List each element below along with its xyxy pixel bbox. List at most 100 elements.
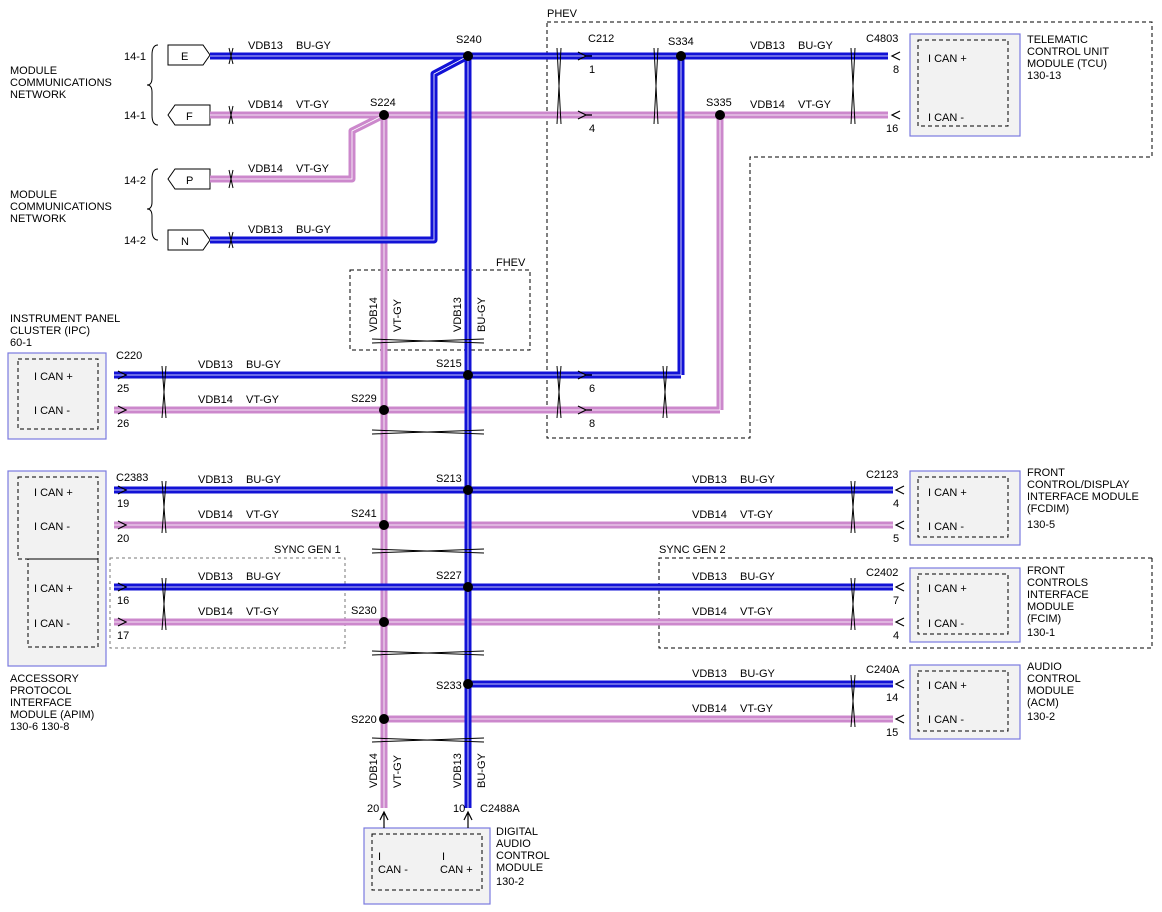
svg-text:CLUSTER (IPC): CLUSTER (IPC) [10, 325, 90, 337]
svg-text:C240A: C240A [866, 664, 900, 676]
svg-text:130-1: 130-1 [1027, 627, 1055, 639]
svg-text:C212: C212 [588, 33, 614, 45]
svg-text:VT-GY: VT-GY [246, 394, 280, 406]
svg-text:S220: S220 [351, 714, 377, 726]
network-labels: MODULE COMMUNICATIONS NETWORK MODULE COM… [10, 51, 146, 247]
svg-text:S240: S240 [456, 34, 482, 46]
svg-text:C220: C220 [116, 350, 142, 362]
svg-text:MODULE (APIM): MODULE (APIM) [10, 709, 94, 721]
svg-text:BU-GY: BU-GY [740, 474, 776, 486]
svg-text:14-2: 14-2 [124, 235, 146, 247]
svg-text:S213: S213 [436, 473, 462, 485]
svg-text:AUDIO: AUDIO [1027, 661, 1062, 673]
svg-text:INTERFACE MODULE: INTERFACE MODULE [1027, 491, 1139, 503]
svg-text:CONTROL: CONTROL [1027, 673, 1081, 685]
svg-text:BU-GY: BU-GY [740, 571, 776, 583]
svg-text:VDB14: VDB14 [248, 163, 283, 175]
svg-text:130-5: 130-5 [1027, 519, 1055, 531]
svg-text:VDB14: VDB14 [692, 703, 727, 715]
svg-text:20: 20 [367, 803, 379, 815]
svg-text:S233: S233 [436, 680, 462, 692]
svg-text:VT-GY: VT-GY [296, 163, 330, 175]
svg-text:VDB13: VDB13 [198, 474, 233, 486]
svg-text:NETWORK: NETWORK [10, 89, 67, 101]
svg-text:(FCDIM): (FCDIM) [1027, 503, 1069, 515]
svg-text:C2123: C2123 [866, 469, 898, 481]
svg-text:CONTROL: CONTROL [496, 850, 550, 862]
svg-text:VT-GY: VT-GY [740, 509, 774, 521]
svg-text:S335: S335 [706, 97, 732, 109]
svg-text:4: 4 [893, 498, 899, 510]
network-connector-f: F [167, 104, 211, 126]
apim-module [7, 470, 107, 667]
svg-text:130-2: 130-2 [496, 876, 524, 888]
pin-numbers: 1 4 6 8 8 16 25 26 19 20 16 17 4 5 7 4 1… [117, 64, 899, 815]
svg-text:VDB13: VDB13 [692, 571, 727, 583]
svg-text:20: 20 [117, 533, 129, 545]
svg-text:CAN +: CAN + [440, 864, 473, 876]
svg-text:COMMUNICATIONS: COMMUNICATIONS [10, 77, 112, 89]
svg-text:I CAN -: I CAN - [34, 618, 70, 630]
svg-text:19: 19 [117, 498, 129, 510]
svg-text:CONTROL/DISPLAY: CONTROL/DISPLAY [1027, 479, 1130, 491]
svg-text:BU-GY: BU-GY [798, 40, 834, 52]
svg-text:I: I [378, 851, 381, 863]
svg-text:I CAN -: I CAN - [34, 521, 70, 533]
svg-text:VT-GY: VT-GY [392, 298, 404, 332]
svg-text:(ACM): (ACM) [1027, 697, 1059, 709]
svg-text:SYNC GEN 2: SYNC GEN 2 [659, 544, 726, 556]
svg-text:MODULE: MODULE [1027, 601, 1074, 613]
svg-text:FHEV: FHEV [496, 257, 526, 269]
svg-text:BU-GY: BU-GY [296, 40, 332, 52]
svg-text:4: 4 [589, 123, 595, 135]
svg-text:CONTROLS: CONTROLS [1027, 577, 1088, 589]
svg-text:14-1: 14-1 [124, 110, 146, 122]
svg-text:I CAN +: I CAN + [34, 487, 73, 499]
svg-text:BU-GY: BU-GY [296, 224, 332, 236]
svg-text:F: F [186, 111, 193, 123]
svg-text:MODULE: MODULE [10, 189, 57, 201]
svg-text:130-6 130-8: 130-6 130-8 [10, 721, 69, 733]
svg-text:S334: S334 [668, 36, 694, 48]
svg-text:MODULE (TCU): MODULE (TCU) [1027, 58, 1107, 70]
svg-text:(FCIM): (FCIM) [1027, 613, 1061, 625]
svg-text:S227: S227 [436, 570, 462, 582]
svg-text:E: E [181, 51, 188, 63]
svg-text:P: P [186, 175, 193, 187]
svg-text:S229: S229 [351, 393, 377, 405]
svg-text:FRONT: FRONT [1027, 467, 1065, 479]
network-connector-e: E [167, 44, 211, 66]
svg-text:PHEV: PHEV [547, 8, 578, 20]
fcdim-module [909, 470, 1021, 546]
svg-text:VDB13: VDB13 [452, 753, 464, 788]
svg-text:17: 17 [117, 630, 129, 642]
twist-markers [161, 47, 856, 743]
svg-text:14-2: 14-2 [124, 175, 146, 187]
svg-text:I CAN +: I CAN + [34, 371, 73, 383]
pink-wires [114, 111, 893, 808]
module-titles: TELEMATIC CONTROL UNIT MODULE (TCU) 130-… [10, 34, 1139, 888]
svg-text:VDB14: VDB14 [248, 99, 283, 111]
svg-text:MODULE: MODULE [496, 862, 543, 874]
svg-text:VDB14: VDB14 [198, 394, 233, 406]
svg-text:10: 10 [453, 803, 465, 815]
svg-text:VDB14: VDB14 [198, 509, 233, 521]
svg-text:26: 26 [117, 418, 129, 430]
network-brace-bottom [146, 168, 159, 241]
svg-text:14-1: 14-1 [124, 51, 146, 63]
svg-text:INTERFACE: INTERFACE [10, 697, 72, 709]
svg-text:VT-GY: VT-GY [296, 99, 330, 111]
svg-text:DIGITAL: DIGITAL [496, 826, 538, 838]
ipc-module [7, 352, 107, 440]
svg-text:BU-GY: BU-GY [246, 571, 282, 583]
svg-text:VDB13: VDB13 [198, 571, 233, 583]
svg-text:8: 8 [893, 64, 899, 76]
svg-text:MODULE: MODULE [10, 65, 57, 77]
svg-text:C2488A: C2488A [480, 803, 520, 815]
svg-text:PROTOCOL: PROTOCOL [10, 685, 72, 697]
svg-text:C4803: C4803 [866, 33, 898, 45]
svg-text:AUDIO: AUDIO [496, 838, 531, 850]
svg-text:7: 7 [893, 595, 899, 607]
svg-text:VDB14: VDB14 [368, 753, 380, 788]
